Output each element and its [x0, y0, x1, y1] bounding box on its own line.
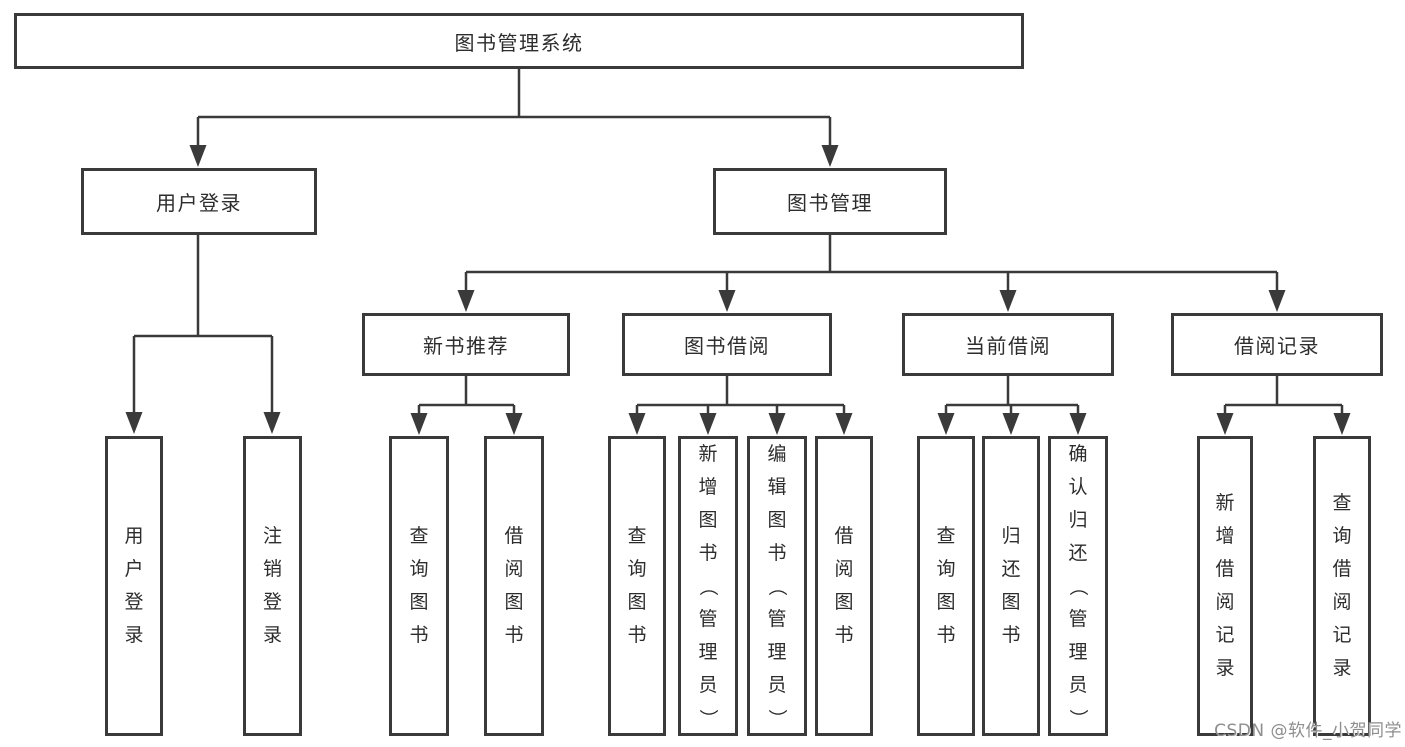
leaf-borrow-books-borrow: 借阅图书 [815, 436, 873, 736]
leaf-edit-book-admin: 编辑图书（管理员） [747, 436, 807, 736]
leaf-query-books-borrow: 查询图书 [608, 436, 666, 736]
leaf-add-borrow-record: 新增借阅记录 [1197, 436, 1253, 736]
leaf-borrow-books-recommend: 借阅图书 [484, 436, 544, 736]
node-user-login: 用户登录 [81, 168, 317, 235]
leaf-logout-login: 注销登录 [243, 436, 302, 736]
node-current-borrow: 当前借阅 [902, 313, 1114, 376]
leaf-query-books-recommend: 查询图书 [389, 436, 449, 736]
leaf-confirm-return-admin: 确认归还（管理员） [1048, 436, 1108, 736]
node-library-management-system: 图书管理系统 [14, 13, 1024, 69]
leaf-add-book-admin: 新增图书（管理员） [678, 436, 738, 736]
watermark: CSDN @软件_小贺同学 [1214, 721, 1402, 741]
leaf-query-borrow-record: 查询借阅记录 [1313, 436, 1371, 736]
node-borrow-records: 借阅记录 [1171, 313, 1383, 376]
node-book-borrow: 图书借阅 [622, 313, 832, 376]
leaf-return-book: 归还图书 [982, 436, 1040, 736]
leaf-query-books-current: 查询图书 [917, 436, 975, 736]
node-book-management: 图书管理 [713, 168, 947, 235]
leaf-user-login: 用户登录 [105, 436, 163, 736]
node-new-book-recommend: 新书推荐 [362, 313, 570, 376]
